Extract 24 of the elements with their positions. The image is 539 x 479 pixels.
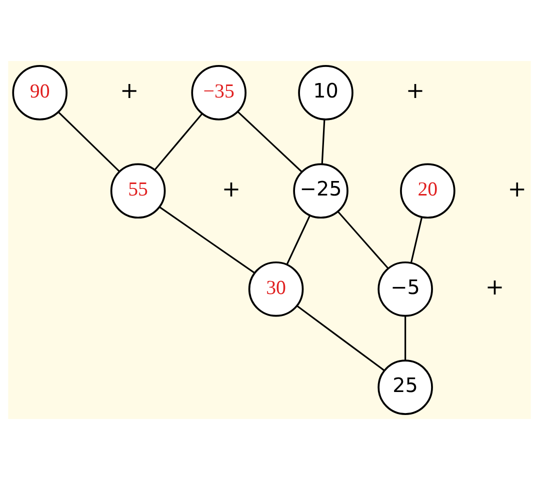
- connector: [58, 111, 120, 172]
- connector: [237, 110, 302, 172]
- connector: [159, 206, 256, 274]
- node-circle: −35: [191, 64, 246, 120]
- node-circle: 55: [110, 162, 166, 218]
- node-circle: 25: [378, 359, 433, 414]
- node-circle: −25: [293, 162, 348, 218]
- node-circle: 10: [298, 64, 354, 120]
- node-circle: 20: [400, 162, 456, 218]
- label: +: [485, 274, 504, 300]
- connector: [286, 214, 310, 264]
- node-circle: 30: [248, 260, 304, 316]
- connector: [321, 119, 326, 164]
- label: +: [406, 78, 425, 104]
- label: +: [508, 176, 527, 202]
- connector: [404, 316, 406, 360]
- connector: [337, 210, 389, 269]
- label: +: [222, 176, 241, 202]
- node-circle: 90: [12, 64, 68, 120]
- node-circle: −5: [378, 260, 433, 316]
- connector: [410, 216, 423, 263]
- label: +: [120, 78, 139, 104]
- connector: [296, 305, 385, 371]
- connector: [154, 112, 203, 170]
